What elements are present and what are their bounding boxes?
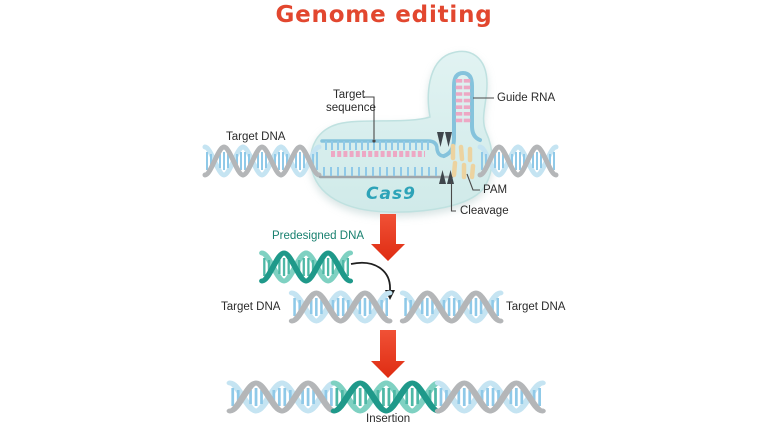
label-target-sequence-line2: sequence — [326, 102, 376, 114]
down-arrow-icon — [371, 214, 405, 261]
label-predesigned-dna: Predesigned DNA — [272, 230, 365, 242]
label-target-dna-mid-right: Target DNA — [506, 301, 566, 313]
label-target-dna-top: Target DNA — [226, 131, 286, 143]
label-target-dna-mid-left: Target DNA — [221, 301, 281, 313]
label-insertion: Insertion — [366, 413, 411, 425]
label-cleavage: Cleavage — [460, 205, 509, 217]
predesigned-dna-helix — [262, 253, 350, 281]
cut-dna-helix-left — [292, 293, 389, 321]
unwound-dna-strands — [318, 139, 454, 179]
page-title: Genome editing — [275, 2, 493, 28]
label-pam: PAM — [483, 184, 508, 196]
pam-sequence-bars — [450, 143, 476, 180]
edited-dna-helix — [230, 383, 542, 411]
down-arrow-icon — [371, 330, 405, 378]
leader-lines — [364, 96, 494, 212]
label-target-sequence-line1: Target — [333, 89, 365, 101]
cleavage-site-marks — [437, 132, 454, 184]
label-cas9: Cas9 — [366, 184, 416, 204]
target-dna-helix-left — [205, 147, 319, 175]
cut-dna-helix-right — [403, 293, 500, 321]
label-guide-rna: Guide RNA — [497, 92, 556, 104]
guide-rna-hairpin — [442, 70, 482, 158]
